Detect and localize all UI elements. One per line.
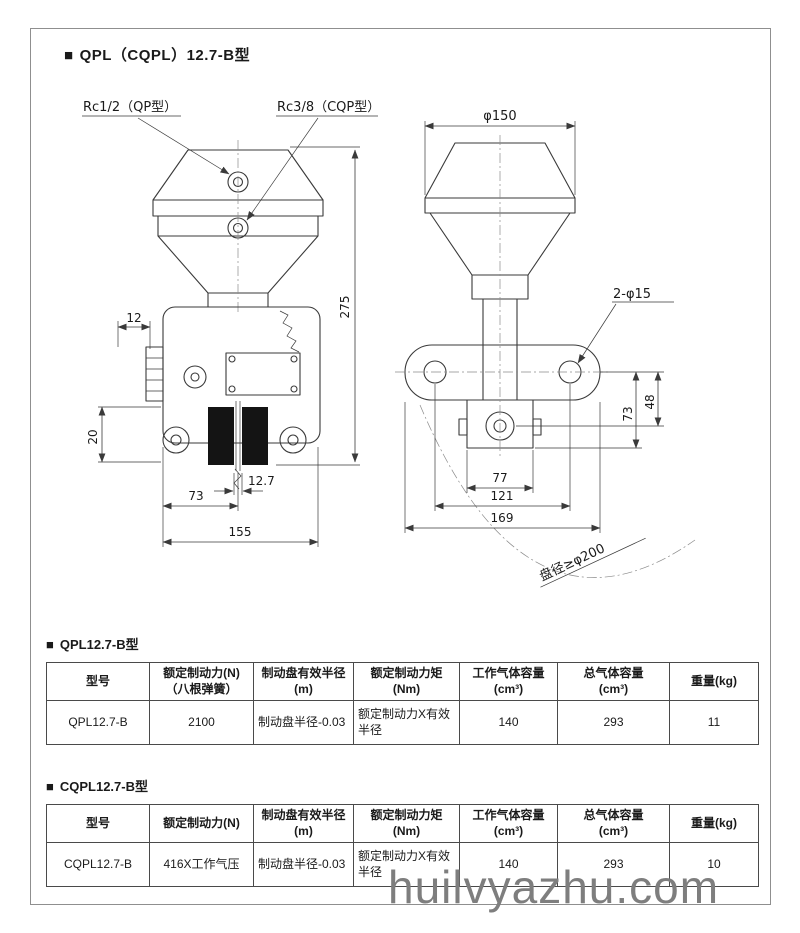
holes-label-2-phi15: 2-φ15 xyxy=(613,287,651,302)
section-marker-icon: ■ xyxy=(64,47,74,64)
col-header-model: 型号 xyxy=(46,803,150,844)
disc-slot-lines xyxy=(233,401,242,490)
caliper-body-outline xyxy=(145,306,321,454)
cqpl-spec-table: 型号 额定制动力(N) 制动盘有效半径 (m) 额定制动力矩 (Nm) 工作气体… xyxy=(46,803,759,888)
dim-label-121: 121 xyxy=(491,489,514,503)
brake-pads xyxy=(208,407,268,465)
col-header-torque: 额定制动力矩 (Nm) xyxy=(353,661,460,702)
col-header-effective-radius: 制动盘有效半径 (m) xyxy=(253,661,354,702)
dim-label-77: 77 xyxy=(492,471,507,485)
col-header-weight: 重量(kg) xyxy=(669,661,759,702)
arm-hatching xyxy=(146,357,163,392)
port-label-cqp: Rc3/8（CQP型） xyxy=(277,100,380,115)
col-header-total-volume: 总气体容量 (cm³) xyxy=(557,803,670,844)
section-marker-icon: ■ xyxy=(46,779,54,794)
cell-weight: 10 xyxy=(669,842,759,888)
page-title: ■ QPL（CQPL）12.7-B型 xyxy=(64,44,250,65)
cell-effective-radius: 制动盘半径-0.03 xyxy=(253,842,354,888)
qpl-spec-section: ■ QPL12.7-B型 型号 额定制动力(N) （八根弹簧） 制动盘有效半径 (… xyxy=(46,634,759,746)
leader-line-cqp xyxy=(246,117,319,221)
dim-label-275: 275 xyxy=(338,296,352,319)
table-header-row: 型号 额定制动力(N) 制动盘有效半径 (m) 额定制动力矩 (Nm) 工作气体… xyxy=(46,803,759,844)
col-header-weight: 重量(kg) xyxy=(669,803,759,844)
port-label-qp: Rc1/2（QP型） xyxy=(83,100,177,115)
col-header-torque: 额定制动力矩 (Nm) xyxy=(353,803,460,844)
svg-text:盘径≥φ200: 盘径≥φ200 xyxy=(537,540,607,584)
table-header-row: 型号 额定制动力(N) （八根弹簧） 制动盘有效半径 (m) 额定制动力矩 (N… xyxy=(46,661,759,702)
side-view-drawing: φ150 2-φ15 48 73 77 121 169 盘径≥φ200 xyxy=(395,109,696,588)
cell-total-volume: 293 xyxy=(557,700,670,746)
cell-model: QPL12.7-B xyxy=(46,700,150,746)
dim-label-12-7: 12.7 xyxy=(248,474,275,488)
disc-arc xyxy=(419,404,696,578)
dim-label-169: 169 xyxy=(491,511,514,525)
centerlines xyxy=(395,135,610,458)
page-border-frame xyxy=(30,28,771,905)
cell-effective-radius: 制动盘半径-0.03 xyxy=(253,700,354,746)
dim-label-20: 20 xyxy=(86,429,100,444)
col-header-rated-force: 额定制动力(N) （八根弹簧） xyxy=(149,661,254,702)
front-view-drawing: Rc1/2（QP型） Rc3/8（CQP型） 12 275 20 73 12.7… xyxy=(82,100,380,547)
page-title-text: QPL（CQPL）12.7-B型 xyxy=(79,47,251,64)
dim-label-48: 48 xyxy=(643,394,657,409)
dim-label-phi150: φ150 xyxy=(483,109,516,124)
mounting-plate-outline xyxy=(404,344,601,401)
cqpl-spec-section: ■ CQPL12.7-B型 型号 额定制动力(N) 制动盘有效半径 (m) 额定制… xyxy=(46,776,759,888)
cell-rated-force: 2100 xyxy=(149,700,254,746)
col-header-effective-radius: 制动盘有效半径 (m) xyxy=(253,803,354,844)
air-chamber-outline xyxy=(152,149,324,308)
cqpl-table-title-text: CQPL12.7-B型 xyxy=(59,779,148,794)
col-header-working-volume: 工作气体容量 (cm³) xyxy=(459,661,558,702)
dimension-lines xyxy=(98,146,360,547)
leader-line-qp xyxy=(137,117,230,175)
col-header-model: 型号 xyxy=(46,661,150,702)
dim-label-12: 12 xyxy=(126,311,141,325)
qpl-table-title: ■ QPL12.7-B型 xyxy=(46,634,758,653)
cell-weight: 11 xyxy=(669,700,759,746)
col-header-rated-force: 额定制动力(N) xyxy=(149,803,254,844)
col-header-total-volume: 总气体容量 (cm³) xyxy=(557,661,670,702)
col-header-working-volume: 工作气体容量 (cm³) xyxy=(459,803,558,844)
site-watermark: huilvyazhu.com xyxy=(388,861,720,913)
dim-label-73: 73 xyxy=(188,489,203,503)
spring-zigzag xyxy=(279,310,300,353)
cell-working-volume: 140 xyxy=(459,842,558,888)
table-row: CQPL12.7-B 416X工作气压 制动盘半径-0.03 额定制动力X有效半… xyxy=(46,842,759,888)
dim-label-155: 155 xyxy=(229,525,252,539)
dim-label-73: 73 xyxy=(621,406,635,421)
qpl-spec-table: 型号 额定制动力(N) （八根弹簧） 制动盘有效半径 (m) 额定制动力矩 (N… xyxy=(46,661,759,746)
cqpl-table-title: ■ CQPL12.7-B型 xyxy=(46,776,758,795)
cell-rated-force: 416X工作气压 xyxy=(149,842,254,888)
qpl-table-title-text: QPL12.7-B型 xyxy=(59,637,139,652)
cell-working-volume: 140 xyxy=(459,700,558,746)
table-row: QPL12.7-B 2100 制动盘半径-0.03 额定制动力X有效半径 140… xyxy=(46,700,759,746)
cell-torque: 额定制动力X有效半径 xyxy=(353,700,460,746)
section-marker-icon: ■ xyxy=(46,637,54,652)
cell-model: CQPL12.7-B xyxy=(46,842,150,888)
dimension-lines xyxy=(404,121,674,533)
cell-total-volume: 293 xyxy=(557,842,670,888)
